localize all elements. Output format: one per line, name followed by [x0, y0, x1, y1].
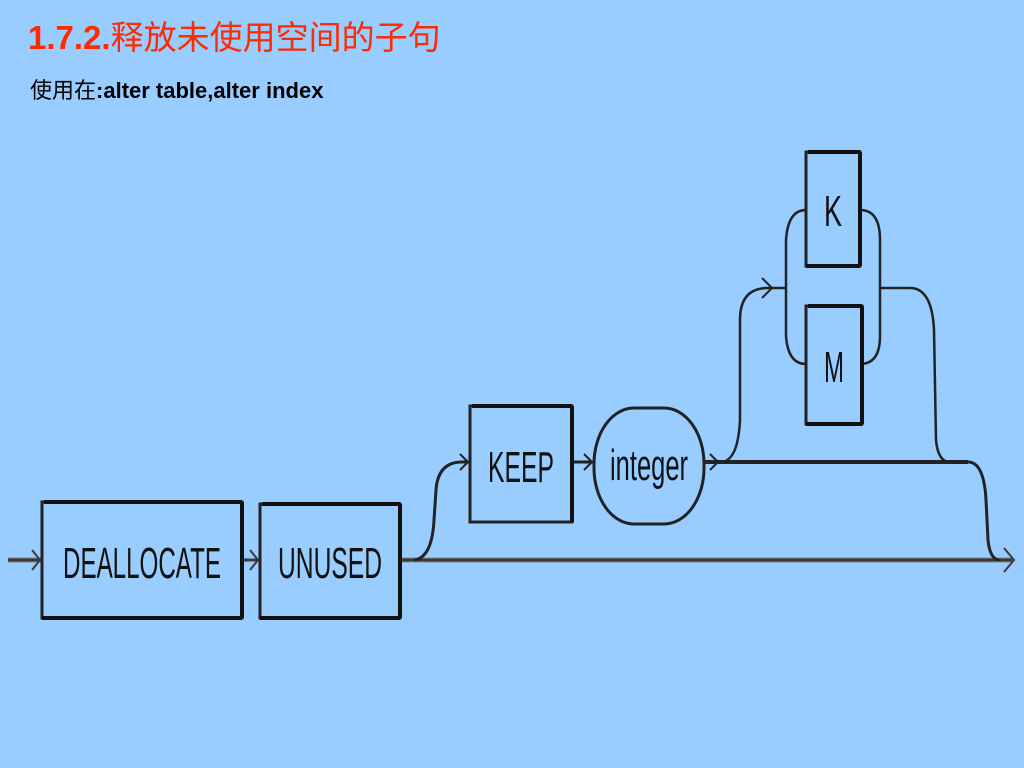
k-label: K: [824, 187, 842, 236]
unused-box: UNUSED: [258, 502, 402, 620]
integer-label: integer: [610, 441, 688, 490]
keep-label: KEEP: [488, 443, 554, 492]
subtitle-keywords: :alter table,alter index: [96, 78, 324, 103]
integer-oval: integer: [592, 406, 706, 526]
k-box: K: [804, 150, 862, 268]
title-text: 释放未使用空间的子句: [110, 18, 441, 57]
unit-branch-path: [721, 208, 951, 464]
keep-branch-path: [413, 453, 1001, 562]
deallocate-box: DEALLOCATE: [40, 500, 244, 620]
slide-title: 1.7.2.释放未使用空间的子句: [28, 14, 441, 62]
keep-box: KEEP: [468, 404, 574, 524]
deallocate-label: DEALLOCATE: [63, 539, 221, 588]
unused-label: UNUSED: [278, 539, 382, 588]
m-box: M: [804, 304, 864, 426]
title-number: 1.7.2.: [28, 19, 111, 56]
subtitle-prefix: 使用在: [30, 79, 97, 104]
slide-subtitle: 使用在:alter table,alter index: [30, 76, 323, 107]
main-path: [8, 547, 1016, 573]
m-label: M: [824, 343, 844, 392]
